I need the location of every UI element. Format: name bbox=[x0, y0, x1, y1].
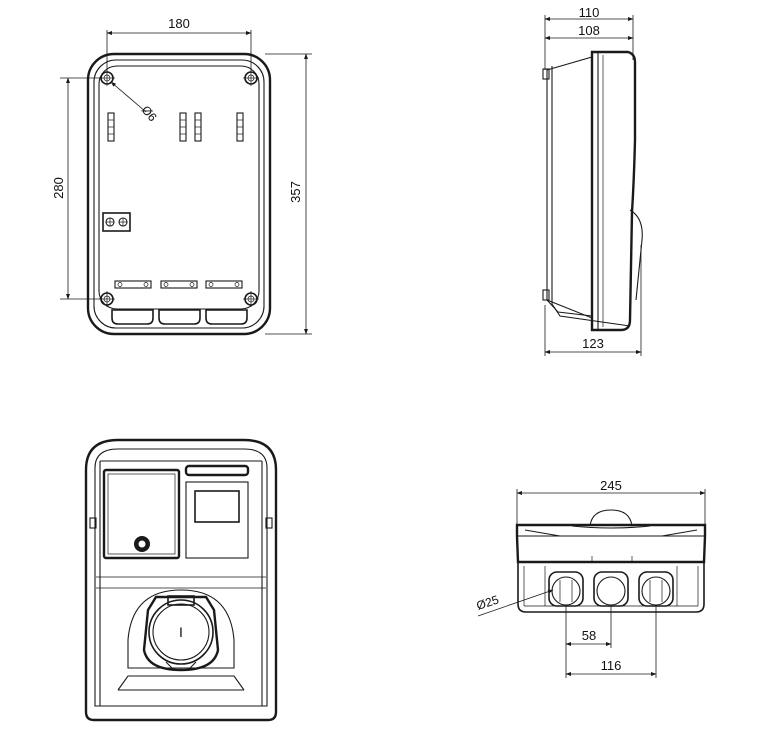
dim-label-side-depth-outer: 110 bbox=[579, 5, 600, 20]
bottom-cable-gland-left bbox=[548, 571, 584, 607]
front-view: I bbox=[84, 438, 278, 722]
dim-label-gland-spacing-small: 58 bbox=[582, 628, 596, 643]
mounting-hole-bottom-right bbox=[243, 291, 259, 307]
front-socket-lid-hinge bbox=[167, 595, 195, 606]
mounting-hole-top-right bbox=[243, 70, 259, 86]
mounting-hole-bottom-left bbox=[99, 291, 115, 307]
back-gland-bumps bbox=[111, 309, 248, 325]
dim-label-gland-spacing-large: 116 bbox=[601, 658, 622, 673]
side-view: 110 108 123 bbox=[542, 5, 643, 356]
bottom-view: 245 Ø25 58 116 bbox=[475, 478, 707, 678]
front-housing-outline bbox=[84, 438, 278, 722]
dim-leader-hole bbox=[110, 81, 147, 113]
dim-label-side-depth-inner: 108 bbox=[578, 23, 600, 38]
dim-label-back-height: 357 bbox=[288, 181, 303, 203]
back-slot-columns bbox=[107, 112, 244, 142]
dim-label-bottom-width: 245 bbox=[600, 478, 622, 493]
front-status-led-bar bbox=[184, 464, 250, 477]
back-view: 180 280 357 Ø6 bbox=[51, 16, 312, 336]
front-socket-housing bbox=[142, 595, 220, 672]
dim-label-side-depth-total: 123 bbox=[582, 336, 604, 351]
bottom-cable-gland-right bbox=[638, 571, 674, 607]
bottom-cable-gland-middle bbox=[593, 571, 629, 607]
dim-label-gland-diameter: Ø25 bbox=[475, 592, 501, 612]
dim-leader-gland bbox=[477, 589, 554, 617]
front-display-panel bbox=[185, 481, 249, 559]
side-back-plate bbox=[546, 56, 593, 319]
front-socket-face bbox=[152, 603, 210, 661]
dim-label-hole-spacing: 280 bbox=[51, 177, 66, 199]
front-socket-outer-ring bbox=[148, 599, 214, 665]
bottom-socket-dome bbox=[589, 509, 633, 527]
back-terminal-block bbox=[102, 212, 131, 232]
front-display-screen bbox=[194, 490, 240, 523]
front-socket-symbol: I bbox=[179, 624, 183, 640]
back-housing-inner-edge bbox=[93, 59, 265, 329]
back-plate-outline bbox=[98, 65, 260, 310]
side-socket-profile bbox=[629, 209, 643, 301]
dim-label-hole-diameter: Ø6 bbox=[139, 103, 160, 125]
back-cable-clamps bbox=[114, 280, 243, 289]
dim-label-back-width: 180 bbox=[168, 16, 190, 31]
bottom-cover-outline bbox=[515, 523, 707, 564]
back-housing-outline bbox=[86, 52, 272, 336]
front-card-reader-panel bbox=[102, 468, 181, 560]
